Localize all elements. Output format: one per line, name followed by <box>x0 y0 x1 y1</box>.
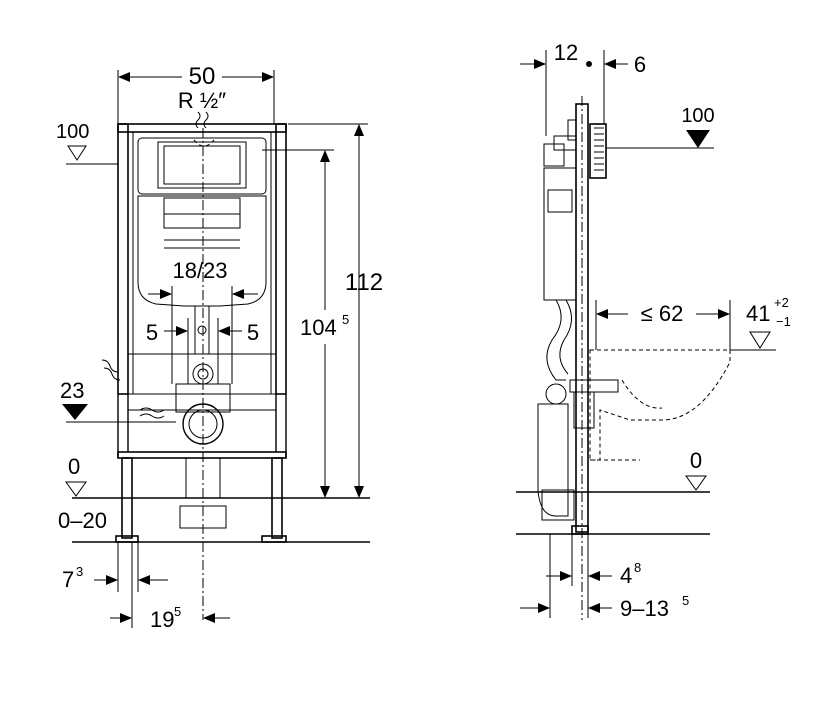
level-filled-triangle-icon <box>62 404 88 420</box>
level-triangle-icon <box>67 145 87 161</box>
front-level-23-label: 23 <box>60 378 84 403</box>
front-frame <box>115 123 287 543</box>
level-triangle-icon <box>65 481 87 497</box>
side-level-0-label: 0 <box>690 448 702 473</box>
front-level-100-label: 100 <box>56 121 89 143</box>
foot-195-label: 19 <box>150 607 174 632</box>
side-level-41-label: 41 <box>746 301 770 326</box>
height-1045-label: 104 <box>300 315 337 340</box>
svg-text:8: 8 <box>634 560 641 575</box>
adjust-0-20-label: 0–20 <box>58 508 107 533</box>
svg-text:+2: +2 <box>774 295 789 310</box>
offset-5-left-label: 5 <box>146 320 158 345</box>
svg-text:5: 5 <box>342 312 349 327</box>
svg-text:5: 5 <box>174 604 181 619</box>
svg-text:−1: −1 <box>776 314 791 329</box>
dim-9-135-label: 9–13 <box>620 596 669 621</box>
cistern <box>137 137 267 355</box>
level-triangle-icon <box>685 475 707 491</box>
reach-62-label: ≤ 62 <box>641 301 684 326</box>
drain-assembly <box>175 128 231 620</box>
depth-12-label: 12 <box>554 40 578 65</box>
height-112-label: 112 <box>345 269 383 296</box>
spacing-18-23-label: 18/23 <box>172 258 227 283</box>
level-filled-triangle-icon <box>686 130 710 148</box>
toilet-bowl-outline <box>589 349 731 461</box>
front-view: 50 R ½″ 100 112 104 5 18/23 5 5 <box>56 63 383 632</box>
depth-6-label: 6 <box>634 52 646 77</box>
svg-text:3: 3 <box>76 564 83 579</box>
dim-48-label: 4 <box>620 563 632 588</box>
offset-5-right-label: 5 <box>247 320 259 345</box>
water-inlet-icon <box>195 111 201 129</box>
level-triangle-icon <box>749 331 771 349</box>
side-frame <box>537 103 619 535</box>
thread-label: R ½″ <box>178 88 226 113</box>
water-symbol-icon <box>101 359 119 373</box>
side-view: 12 6 100 ≤ 62 41 +2 −1 0 4 8 <box>516 40 791 621</box>
width-50-label: 50 <box>189 63 216 90</box>
foot-73-label: 7 <box>62 567 74 592</box>
front-level-0-label: 0 <box>68 454 80 479</box>
svg-text:5: 5 <box>682 593 689 608</box>
side-level-100-label: 100 <box>681 105 714 127</box>
